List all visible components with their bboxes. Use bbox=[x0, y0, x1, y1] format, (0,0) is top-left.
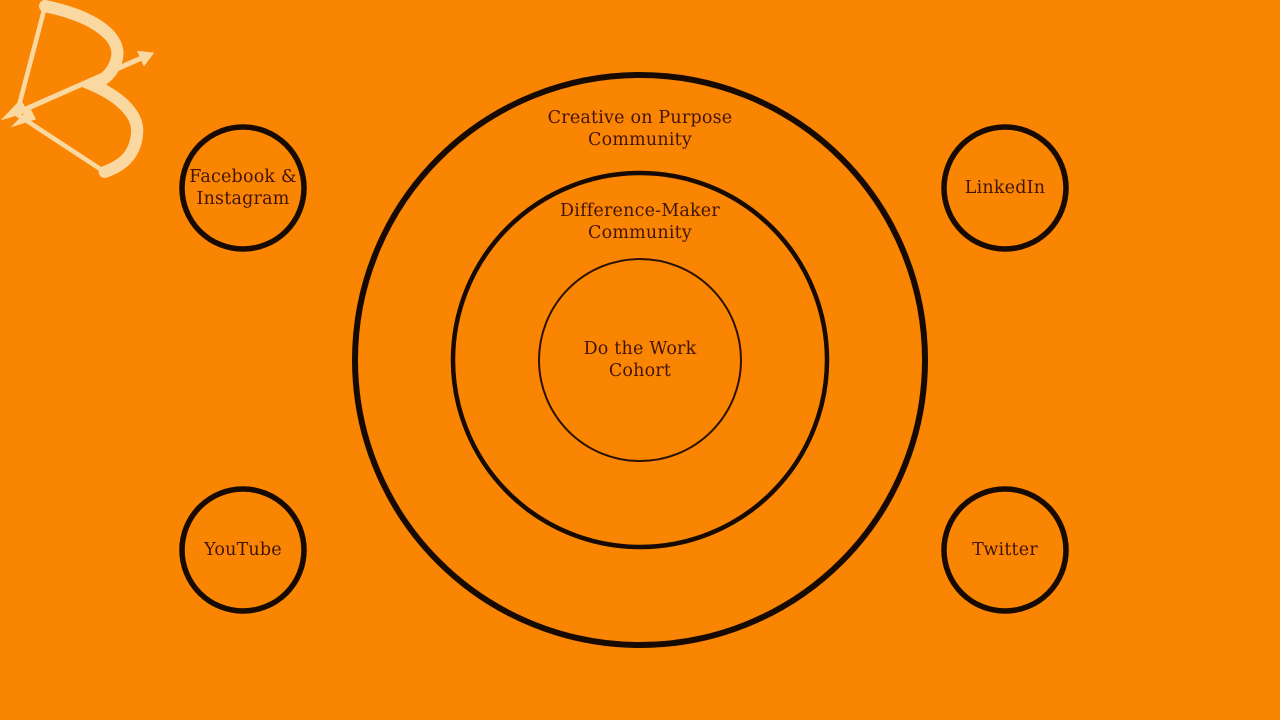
arrow-head bbox=[136, 50, 155, 67]
arrow-fletching-1 bbox=[0, 99, 28, 121]
bow-limb bbox=[39, 0, 144, 178]
core-circle bbox=[538, 258, 742, 462]
middle-ring-label-line1: Difference-Maker bbox=[560, 201, 720, 221]
satellite-label-text: LinkedIn bbox=[964, 178, 1046, 198]
core-label-line1: Do the Work bbox=[583, 339, 697, 359]
satellite-circle-youtube bbox=[179, 486, 307, 614]
core-label: Do the Work Cohort bbox=[584, 338, 697, 382]
satellite-label-text: YouTube bbox=[204, 540, 282, 560]
bow-and-arrow-icon bbox=[0, 0, 155, 178]
arrow-fletching-2 bbox=[10, 107, 36, 128]
middle-ring-label: Difference-Maker Community bbox=[560, 200, 720, 244]
satellite-label-twitter: Twitter bbox=[972, 539, 1038, 561]
satellite-label-line2: Instagram bbox=[196, 189, 290, 209]
outer-ring-label-line2: Community bbox=[588, 130, 692, 150]
middle-ring-label-line2: Community bbox=[588, 223, 692, 243]
middle-ring-circle bbox=[450, 170, 830, 550]
core-label-line2: Cohort bbox=[608, 361, 672, 381]
satellite-circle-facebook-instagram bbox=[179, 124, 307, 252]
outer-ring-label-line1: Creative on Purpose bbox=[547, 108, 733, 128]
satellite-circle-twitter bbox=[941, 486, 1069, 614]
satellite-label-facebook-instagram: Facebook & Instagram bbox=[189, 166, 297, 210]
outer-ring-label: Creative on Purpose Community bbox=[548, 107, 733, 151]
outer-ring-circle bbox=[352, 72, 928, 648]
satellite-label-linkedin: LinkedIn bbox=[965, 177, 1045, 199]
arrow-shaft bbox=[18, 56, 143, 114]
satellite-circle-linkedin bbox=[941, 124, 1069, 252]
satellite-label-text: Twitter bbox=[972, 540, 1038, 560]
satellite-label-line1: Facebook & bbox=[189, 167, 297, 187]
satellite-label-youtube: YouTube bbox=[204, 539, 282, 561]
